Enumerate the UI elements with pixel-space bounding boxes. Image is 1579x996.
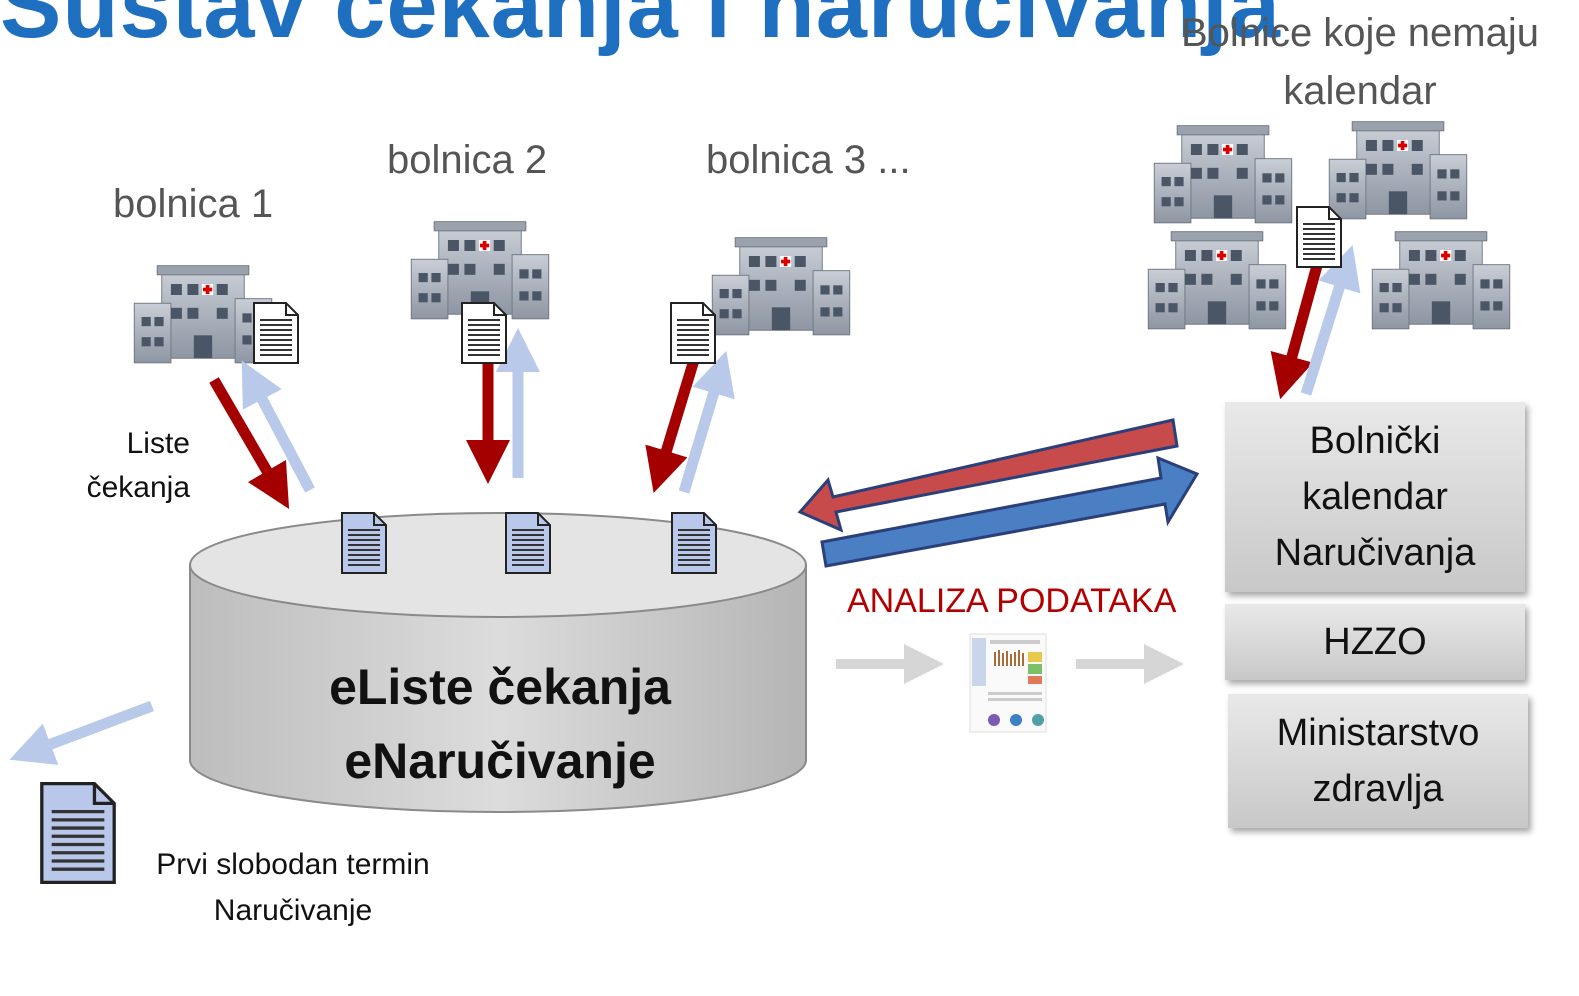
- hospital-1-icon: [133, 265, 273, 364]
- document-icon: [670, 302, 716, 364]
- hospital-right-2-icon: [1328, 121, 1468, 220]
- calendar-line-1: Bolnički: [1309, 420, 1441, 462]
- hospital-calendar-box: Bolnički kalendar Naručivanja: [1225, 402, 1525, 592]
- slot-document-icon: [40, 782, 116, 884]
- ministry-line-2: zdravlja: [1312, 768, 1444, 810]
- waiting-lists-line-1: Liste: [126, 427, 190, 460]
- hospital-2-label: bolnica 2: [387, 138, 548, 182]
- database-document-icon: [341, 512, 387, 574]
- analysis-label: ANALIZA PODATAKA: [847, 582, 1177, 620]
- waiting-lists-line-2: čekanja: [86, 471, 190, 504]
- database-document-icon: [671, 512, 717, 574]
- report-thumbnail-icon: [969, 633, 1047, 733]
- page-title: Sustav čekanja i naručivanja: [0, 0, 1281, 57]
- waiting-lists-label: Liste čekanja: [60, 422, 190, 510]
- database-line-1: eListe čekanja: [329, 659, 671, 715]
- ministry-box: Ministarstvo zdravlja: [1228, 694, 1528, 828]
- hospital-right-3-icon: [1147, 231, 1287, 330]
- hzzo-box: HZZO: [1225, 604, 1525, 680]
- document-icon: [253, 302, 299, 364]
- hospital-right-1-icon: [1153, 125, 1293, 224]
- hospital-1-label: bolnica 1: [113, 182, 274, 226]
- document-icon: [461, 302, 507, 364]
- database-line-2: eNaručivanje: [344, 733, 656, 789]
- hospital-3-icon: [711, 237, 851, 336]
- calendar-line-2: kalendar: [1302, 476, 1448, 518]
- first-slot-line-1: Prvi slobodan termin: [156, 848, 430, 881]
- first-slot-label: Prvi slobodan termin Naručivanje: [128, 842, 458, 934]
- no-calendar-line-1: Bolnice koje nemaju: [1181, 11, 1539, 55]
- database-label: eListe čekanja eNaručivanje: [240, 650, 760, 798]
- first-slot-line-2: Naručivanje: [213, 894, 373, 927]
- no-calendar-line-2: kalendar: [1283, 69, 1437, 113]
- ministry-line-1: Ministarstvo: [1276, 712, 1480, 754]
- database-document-icon: [505, 512, 551, 574]
- document-icon: [1296, 206, 1342, 268]
- calendar-line-3: Naručivanja: [1274, 532, 1476, 574]
- hospital-3-label: bolnica 3 ...: [706, 138, 911, 182]
- hospital-right-4-icon: [1371, 231, 1511, 330]
- no-calendar-hospitals-label: Bolnice koje nemaju kalendar: [1164, 4, 1556, 120]
